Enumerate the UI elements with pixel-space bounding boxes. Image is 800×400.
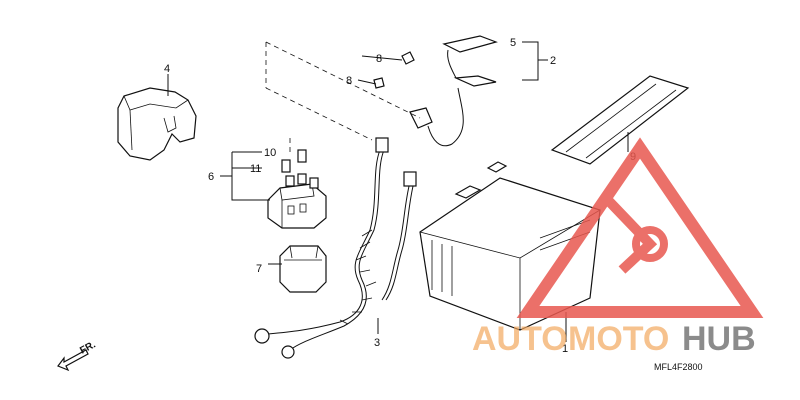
- callout-5: 5: [510, 37, 516, 49]
- battery-band-part: [550, 75, 690, 165]
- fuse-parts: [281, 149, 307, 173]
- callout-2: 2: [550, 55, 556, 67]
- starter-relay-part: [267, 173, 327, 229]
- bolt-parts: [373, 51, 415, 89]
- callout-7: 7: [256, 263, 262, 275]
- leader-lines: [167, 41, 629, 342]
- watermark-word-moto: MOTO: [568, 320, 669, 358]
- watermark-word-hub: HUB: [682, 320, 756, 358]
- front-direction-arrow: FR.: [57, 339, 98, 372]
- callout-11: 11: [250, 163, 261, 175]
- callout-6: 6: [208, 171, 214, 183]
- callout-8b: 8: [346, 75, 352, 87]
- callout-8a: 8: [376, 53, 382, 65]
- battery-cover-part: [117, 87, 197, 161]
- diagram-code: MFL4F2800: [654, 362, 703, 372]
- watermark-logo: AUTO MOTO HUB: [472, 137, 764, 358]
- direction-label: FR.: [78, 339, 98, 356]
- callout-3: 3: [374, 337, 380, 349]
- wire-harness-part: [254, 137, 417, 359]
- battery-cable-part: [409, 35, 498, 147]
- guide-lines: [265, 41, 421, 156]
- watermark-triangle: [516, 137, 764, 318]
- callout-1: 1: [562, 343, 568, 355]
- rubber-boot-part: [279, 245, 327, 293]
- callout-4: 4: [164, 63, 170, 75]
- watermark-word-auto: AUTO: [472, 320, 568, 358]
- callout-10: 10: [264, 147, 276, 159]
